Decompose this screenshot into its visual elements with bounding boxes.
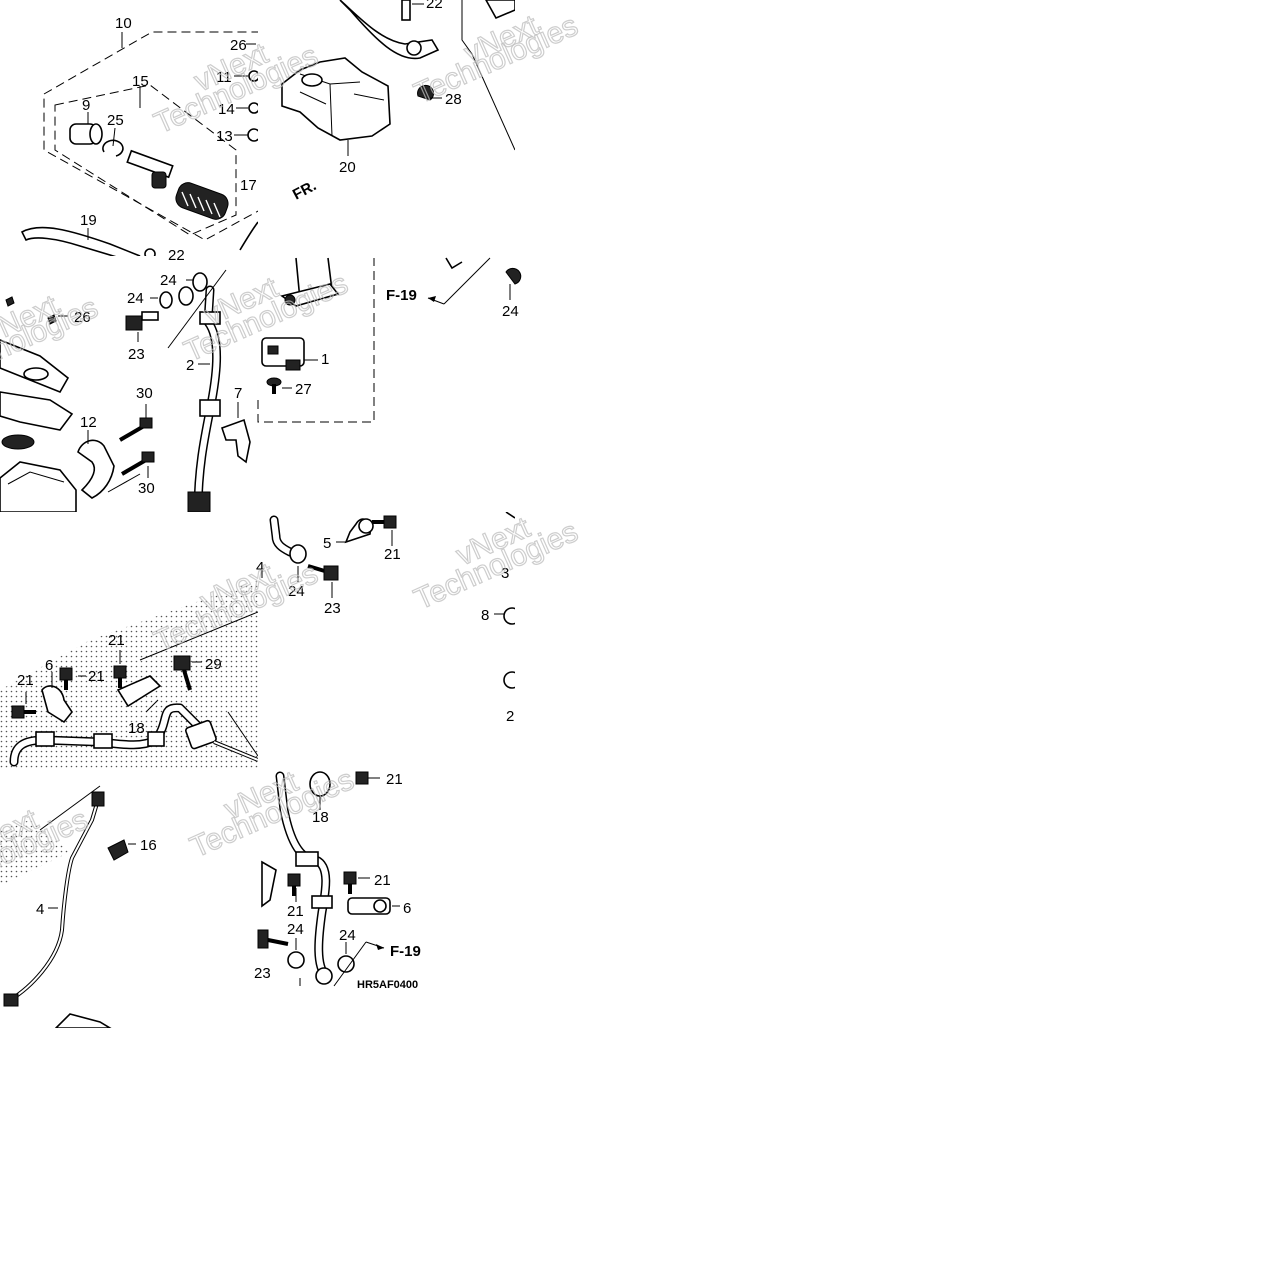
callout-27: 27	[295, 381, 312, 398]
callout-24e: 24	[287, 921, 304, 938]
callout-18: 18	[128, 720, 145, 737]
callout-30b: 30	[138, 480, 155, 497]
callout-18b: 18	[312, 809, 329, 826]
callout-14: 14	[218, 101, 235, 118]
callout-30a: 30	[136, 385, 153, 402]
piston-part	[126, 149, 174, 189]
callout-1: 1	[321, 351, 329, 368]
callout-22: 22	[426, 0, 443, 12]
callout-29: 29	[205, 656, 222, 673]
bolt-30-upper	[118, 417, 153, 442]
callout-23b: 23	[324, 600, 341, 617]
bolt-29-part	[173, 655, 192, 691]
callout-2b: 2	[506, 708, 514, 725]
front-label: FR.	[290, 177, 319, 203]
callout-21c: 21	[17, 672, 34, 689]
hose-clamp-6b-part	[347, 897, 391, 915]
callout-21b: 21	[88, 668, 105, 685]
tile-master-cylinder-kit	[20, 31, 258, 256]
flange-bolt-21d	[372, 515, 397, 529]
brake-lever-part	[20, 226, 141, 256]
flange-bolt-21c	[11, 705, 36, 719]
brake-hose-part	[187, 285, 221, 512]
piston-cup-part	[69, 123, 103, 145]
callout-12: 12	[80, 414, 97, 431]
hose-bracket-part	[220, 418, 251, 464]
callout-25: 25	[107, 112, 124, 129]
tile-hose-to-caliper	[257, 771, 400, 987]
callout-24f: 24	[339, 927, 356, 944]
switch-screw-part	[266, 377, 282, 394]
callout-28: 28	[445, 91, 462, 108]
callout-19: 19	[80, 212, 97, 229]
callout-5: 5	[323, 535, 331, 552]
callout-20: 20	[339, 159, 356, 176]
callout-6: 6	[45, 657, 53, 674]
flange-bolt-21f	[287, 873, 301, 896]
callout-6b: 6	[403, 900, 411, 917]
reservoir-cap-part	[0, 339, 74, 431]
ref-f19-upper: F-19	[386, 287, 417, 304]
callout-10: 10	[115, 15, 132, 32]
tile-reservoir-and-hose	[0, 269, 251, 512]
callout-4b: 4	[36, 901, 44, 918]
callout-21f: 21	[374, 872, 391, 889]
banjo-bolt-23b	[307, 564, 339, 581]
callout-21d: 21	[384, 546, 401, 563]
callout-24c: 24	[502, 303, 519, 320]
flange-bolt-21e	[355, 771, 369, 785]
hose-clamp-5-part	[344, 518, 374, 544]
ref-f19-lower: F-19	[390, 943, 421, 960]
callout-11: 11	[216, 69, 232, 86]
tile-brake-switch	[257, 257, 522, 423]
bolt-30-lower	[120, 451, 155, 476]
hose-lower-part	[275, 771, 333, 985]
callout-16: 16	[140, 837, 157, 854]
tile-frame-hose-routing	[0, 580, 258, 770]
tile-brake-pipe	[0, 785, 136, 1028]
tile-reservoir-cover	[281, 0, 515, 156]
callout-24d: 24	[288, 583, 305, 600]
spring-part	[175, 182, 229, 220]
callout-4a: 4	[256, 559, 264, 576]
callout-21g: 21	[287, 903, 304, 920]
callout-22b: 22	[168, 247, 185, 264]
three-way-joint-part	[185, 719, 258, 762]
pipe-clip-16-part	[107, 839, 129, 861]
callout-24b: 24	[127, 290, 144, 307]
circlip-part	[102, 139, 124, 157]
callout-8: 8	[481, 607, 489, 624]
banjo-bolt-23c	[257, 929, 289, 949]
hose-18-part	[9, 703, 205, 767]
brake-light-switch-part	[261, 337, 305, 371]
callout-9: 9	[82, 97, 90, 114]
hose-clamp-part	[41, 685, 73, 724]
callout-24a: 24	[160, 272, 177, 289]
callout-13: 13	[216, 128, 233, 145]
flange-bolt-21a	[59, 667, 73, 690]
callout-2: 2	[186, 357, 194, 374]
banjo-bolt-part	[125, 311, 159, 331]
callout-23: 23	[128, 346, 145, 363]
brake-pipe-part	[3, 791, 105, 1007]
master-cylinder-holder-part	[77, 439, 115, 499]
tile-hose-clamp	[261, 512, 515, 689]
callout-3: 3	[501, 565, 509, 582]
callout-21a: 21	[108, 632, 125, 649]
flange-bolt-21g	[343, 871, 357, 894]
callout-17: 17	[240, 177, 257, 194]
callout-26b: 26	[74, 309, 91, 326]
diagram-code: HR5AF0400	[357, 979, 418, 991]
callout-15: 15	[132, 73, 149, 90]
reservoir-body-part	[0, 461, 77, 512]
flange-bolt-21b	[113, 665, 127, 688]
callout-21e: 21	[386, 771, 403, 788]
callout-7: 7	[234, 385, 242, 402]
callout-26: 26	[230, 37, 247, 54]
callout-23c: 23	[254, 965, 271, 982]
